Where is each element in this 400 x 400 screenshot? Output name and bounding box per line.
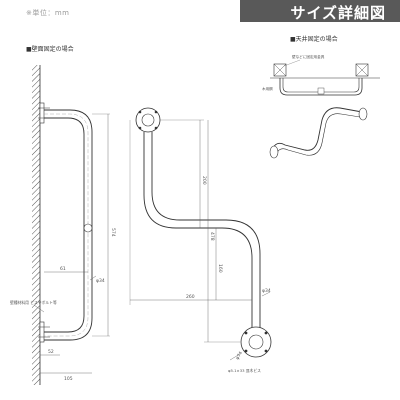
ceiling-drawing bbox=[269, 59, 380, 159]
wall-screw-note: 壁種材料用 ビスやボルト等 bbox=[10, 300, 57, 305]
section-circle bbox=[83, 223, 93, 233]
bottom-mount-plate bbox=[39, 321, 45, 343]
dim-61: 61 bbox=[60, 266, 66, 272]
unit-label: ※単位：mm bbox=[26, 9, 70, 17]
page-title: サイズ詳細図 bbox=[290, 4, 386, 22]
s-bar-inner bbox=[151, 132, 261, 330]
s-bar-outer bbox=[143, 132, 253, 330]
dim-574: 574 bbox=[110, 228, 116, 237]
dim-pipe-dia-right: φ34 bbox=[262, 288, 271, 294]
header: ※単位：mm サイズ詳細図 bbox=[0, 0, 400, 24]
ceiling-note: 壁などに固定用金具 bbox=[292, 54, 325, 59]
dim-478: 478 bbox=[209, 232, 215, 241]
dim-52: 52 bbox=[48, 349, 54, 355]
dim-pipe-dia-left: φ34 bbox=[96, 278, 105, 284]
wall-drawing bbox=[32, 65, 110, 385]
top-mount-plate bbox=[39, 102, 45, 124]
wall-hatch bbox=[32, 65, 40, 385]
grab-bar-inner bbox=[44, 117, 85, 333]
grab-bar-outer bbox=[44, 109, 93, 341]
ceiling-s-bar bbox=[271, 107, 363, 151]
title-band: サイズ詳細図 bbox=[240, 0, 400, 22]
ceiling-side-note: 木用鋼 bbox=[262, 86, 273, 91]
dim-160: 160 bbox=[217, 264, 223, 273]
wall-mount-label: ■壁面固定の場合 bbox=[26, 46, 74, 53]
ceiling-mount-label: ■天井固定の場合 bbox=[290, 36, 338, 43]
screw-note: φ5.1×33 皿木ビス bbox=[228, 368, 261, 373]
dim-flange: φ74 bbox=[235, 350, 245, 361]
ceiling-bar bbox=[279, 78, 363, 96]
dim-200: 200 bbox=[201, 176, 207, 185]
dim-105: 105 bbox=[64, 376, 73, 382]
s-bar-drawing bbox=[129, 107, 272, 361]
dim-260: 260 bbox=[186, 294, 195, 300]
